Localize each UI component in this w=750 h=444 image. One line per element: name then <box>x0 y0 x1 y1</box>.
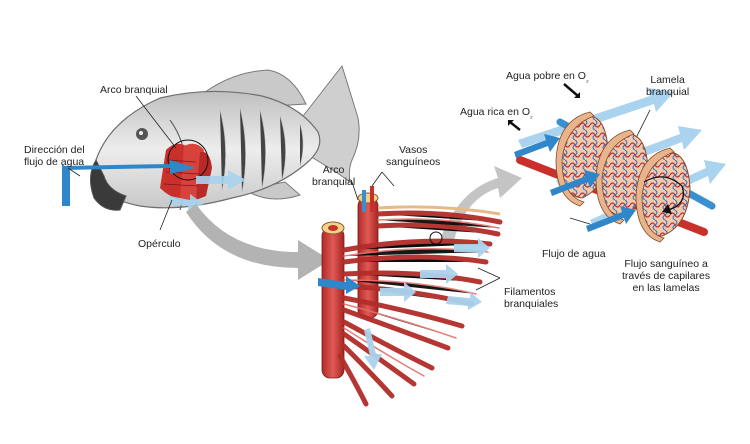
fish-mouth <box>90 158 127 211</box>
label-gill-lamella-line1: Lamela <box>650 74 685 86</box>
label-gill-lamella: Lamela branquial <box>646 74 689 98</box>
zoom-arrow-1 <box>186 204 330 280</box>
label-oxygen-rich-water-subscript: ₂ <box>530 113 533 120</box>
label-water-flow-direction-line1: Dirección del <box>24 144 85 156</box>
label-gill-arch-2-line1: Arco <box>322 164 345 176</box>
fish <box>62 64 360 211</box>
label-gill-filaments: Filamentos branquiales <box>504 286 558 310</box>
label-oxygen-poor-water-text: Agua pobre en O <box>506 70 586 82</box>
label-gill-arch-2-line2: branquial <box>312 176 356 188</box>
label-oxygen-rich-water: Agua rica en O₂ <box>460 106 533 123</box>
label-blood-flow-line2: través de capilares <box>622 270 711 282</box>
label-gill-filaments-line2: branquiales <box>504 298 559 310</box>
label-blood-flow-line1: Flujo sanguíneo a <box>624 258 708 270</box>
label-gill-filaments-line1: Filamentos <box>504 286 556 298</box>
label-water-flow-direction-line2: flujo de agua <box>24 156 85 168</box>
label-oxygen-poor-water: Agua pobre en O₂ <box>506 70 589 87</box>
label-blood-vessels-line1: Vasos <box>398 144 428 156</box>
water-flow-arrow <box>62 160 196 174</box>
fish-scales <box>219 107 304 193</box>
label-blood-vessels: Vasos sanguíneos <box>386 144 440 168</box>
label-blood-flow: Flujo sanguíneo a través de capilares en… <box>622 258 710 294</box>
label-gill-arch-2: Arco branquial <box>312 164 355 188</box>
gill-filaments <box>318 186 503 407</box>
label-water-flow: Flujo de agua <box>542 248 606 260</box>
lamellae-detail <box>508 83 726 243</box>
label-gill-arch: Arco branquial <box>100 84 168 96</box>
gill-arch-circle <box>167 139 209 181</box>
label-oxygen-poor-water-subscript: ₂ <box>585 77 589 84</box>
label-blood-flow-line3: en las lamelas <box>632 282 700 294</box>
label-water-flow-direction: Dirección del flujo de agua <box>24 144 85 168</box>
label-operculum: Opérculo <box>138 238 181 250</box>
label-oxygen-rich-water-text: Agua rica en O <box>460 106 531 118</box>
blood-flow-circle <box>643 176 685 211</box>
label-blood-vessels-line2: sanguíneos <box>386 156 441 168</box>
label-gill-lamella-line2: branquial <box>646 86 690 98</box>
water-exit-arrows <box>196 170 246 190</box>
